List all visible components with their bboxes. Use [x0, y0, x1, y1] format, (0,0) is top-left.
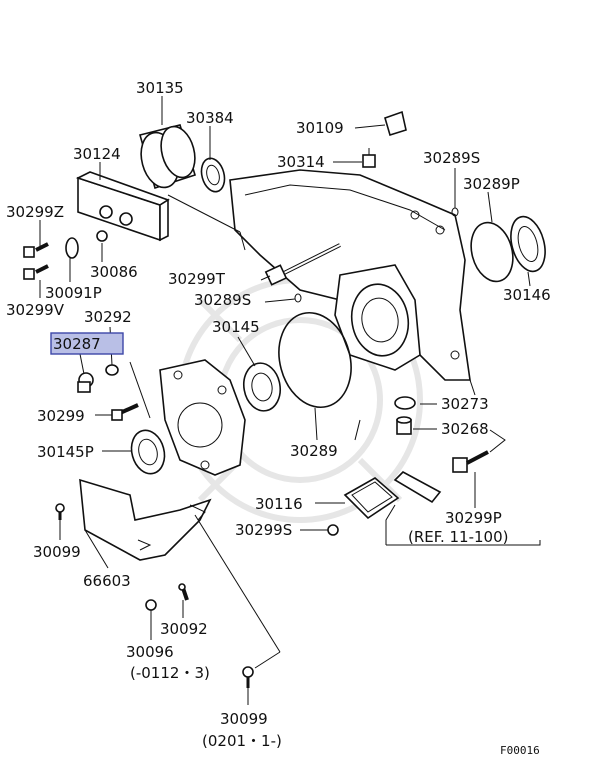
- label-30145P[interactable]: 30145P: [37, 443, 94, 461]
- label-30273[interactable]: 30273: [441, 395, 489, 413]
- label-30099-note: (0201・1-): [202, 732, 282, 750]
- label-30086[interactable]: 30086: [90, 263, 138, 281]
- part-labels: 30135 30384 30109 30124 30314 30289S 302…: [6, 79, 551, 757]
- part-ref-11-100: [393, 471, 442, 504]
- part-30099-bolt-bottom[interactable]: [242, 666, 254, 688]
- label-30135[interactable]: 30135: [136, 79, 184, 97]
- part-30287-plug[interactable]: [77, 372, 94, 393]
- label-30289P[interactable]: 30289P: [463, 175, 520, 193]
- label-30299P[interactable]: 30299P: [445, 509, 502, 527]
- part-30299P-bolt[interactable]: [452, 450, 489, 473]
- label-66603[interactable]: 66603: [83, 572, 131, 590]
- label-30091P[interactable]: 30091P: [45, 284, 102, 302]
- label-30124[interactable]: 30124: [73, 145, 121, 163]
- highlight-30287: [50, 332, 124, 355]
- label-ref-11-100[interactable]: (REF. 11-100): [408, 528, 509, 546]
- part-66603-plate[interactable]: [79, 478, 212, 561]
- label-30145[interactable]: 30145: [212, 318, 260, 336]
- part-30299V-bolt[interactable]: [23, 264, 49, 280]
- part-30116-gasket[interactable]: [343, 477, 400, 520]
- part-30109-cap[interactable]: [384, 110, 407, 137]
- part-30145-seal[interactable]: [240, 360, 284, 414]
- label-30299[interactable]: 30299: [37, 407, 85, 425]
- label-30096-note: (-0112・3): [130, 664, 210, 682]
- part-30124-bracket[interactable]: [75, 171, 170, 242]
- part-30299T-bolt[interactable]: [264, 243, 341, 286]
- part-30299-bolt[interactable]: [111, 403, 139, 421]
- part-30273-washer[interactable]: [394, 396, 416, 410]
- label-30299T[interactable]: 30299T: [168, 270, 226, 288]
- label-30299V[interactable]: 30299V: [6, 301, 65, 319]
- part-30145P-seal[interactable]: [127, 427, 169, 478]
- part-30086-nut[interactable]: [96, 230, 108, 242]
- part-30289-oring[interactable]: [269, 305, 361, 416]
- part-30135-sleeve[interactable]: [135, 123, 200, 192]
- part-30384-seal[interactable]: [198, 156, 228, 195]
- label-30384[interactable]: 30384: [186, 109, 234, 127]
- label-30268[interactable]: 30268: [441, 420, 489, 438]
- label-30292[interactable]: 30292: [84, 308, 132, 326]
- label-30099-bottom[interactable]: 30099: [220, 710, 268, 728]
- label-30289S-top[interactable]: 30289S: [423, 149, 480, 167]
- part-rear-housing: [159, 359, 246, 476]
- part-30092-stud[interactable]: [178, 583, 189, 601]
- part-30289S-ring-mid[interactable]: [294, 293, 302, 303]
- part-30292-washer[interactable]: [105, 364, 119, 376]
- label-30289[interactable]: 30289: [290, 442, 338, 460]
- label-30092[interactable]: 30092: [160, 620, 208, 638]
- label-30116[interactable]: 30116: [255, 495, 303, 513]
- part-30314-plug[interactable]: [362, 148, 376, 168]
- label-30099-left[interactable]: 30099: [33, 543, 81, 561]
- label-30299Z[interactable]: 30299Z: [6, 203, 64, 221]
- part-30146-seal[interactable]: [505, 213, 550, 275]
- part-30099-bolt-left[interactable]: [55, 503, 65, 520]
- figure-code: F00016: [500, 744, 540, 757]
- part-30091P-washer[interactable]: [65, 237, 79, 259]
- label-30299S[interactable]: 30299S: [235, 521, 292, 539]
- label-30146[interactable]: 30146: [503, 286, 551, 304]
- part-30273-cover[interactable]: [334, 264, 421, 371]
- label-30289S-mid[interactable]: 30289S: [194, 291, 251, 309]
- part-30096-nut[interactable]: [145, 599, 157, 611]
- label-30109[interactable]: 30109: [296, 119, 344, 137]
- part-30268-plug[interactable]: [396, 416, 412, 435]
- part-30299S-bolt[interactable]: [327, 524, 339, 536]
- part-30289P-oring[interactable]: [465, 218, 519, 286]
- part-30299Z-bolt[interactable]: [23, 242, 49, 258]
- label-30096[interactable]: 30096: [126, 643, 174, 661]
- label-30287[interactable]: 30287: [53, 335, 101, 353]
- label-30314[interactable]: 30314: [277, 153, 325, 171]
